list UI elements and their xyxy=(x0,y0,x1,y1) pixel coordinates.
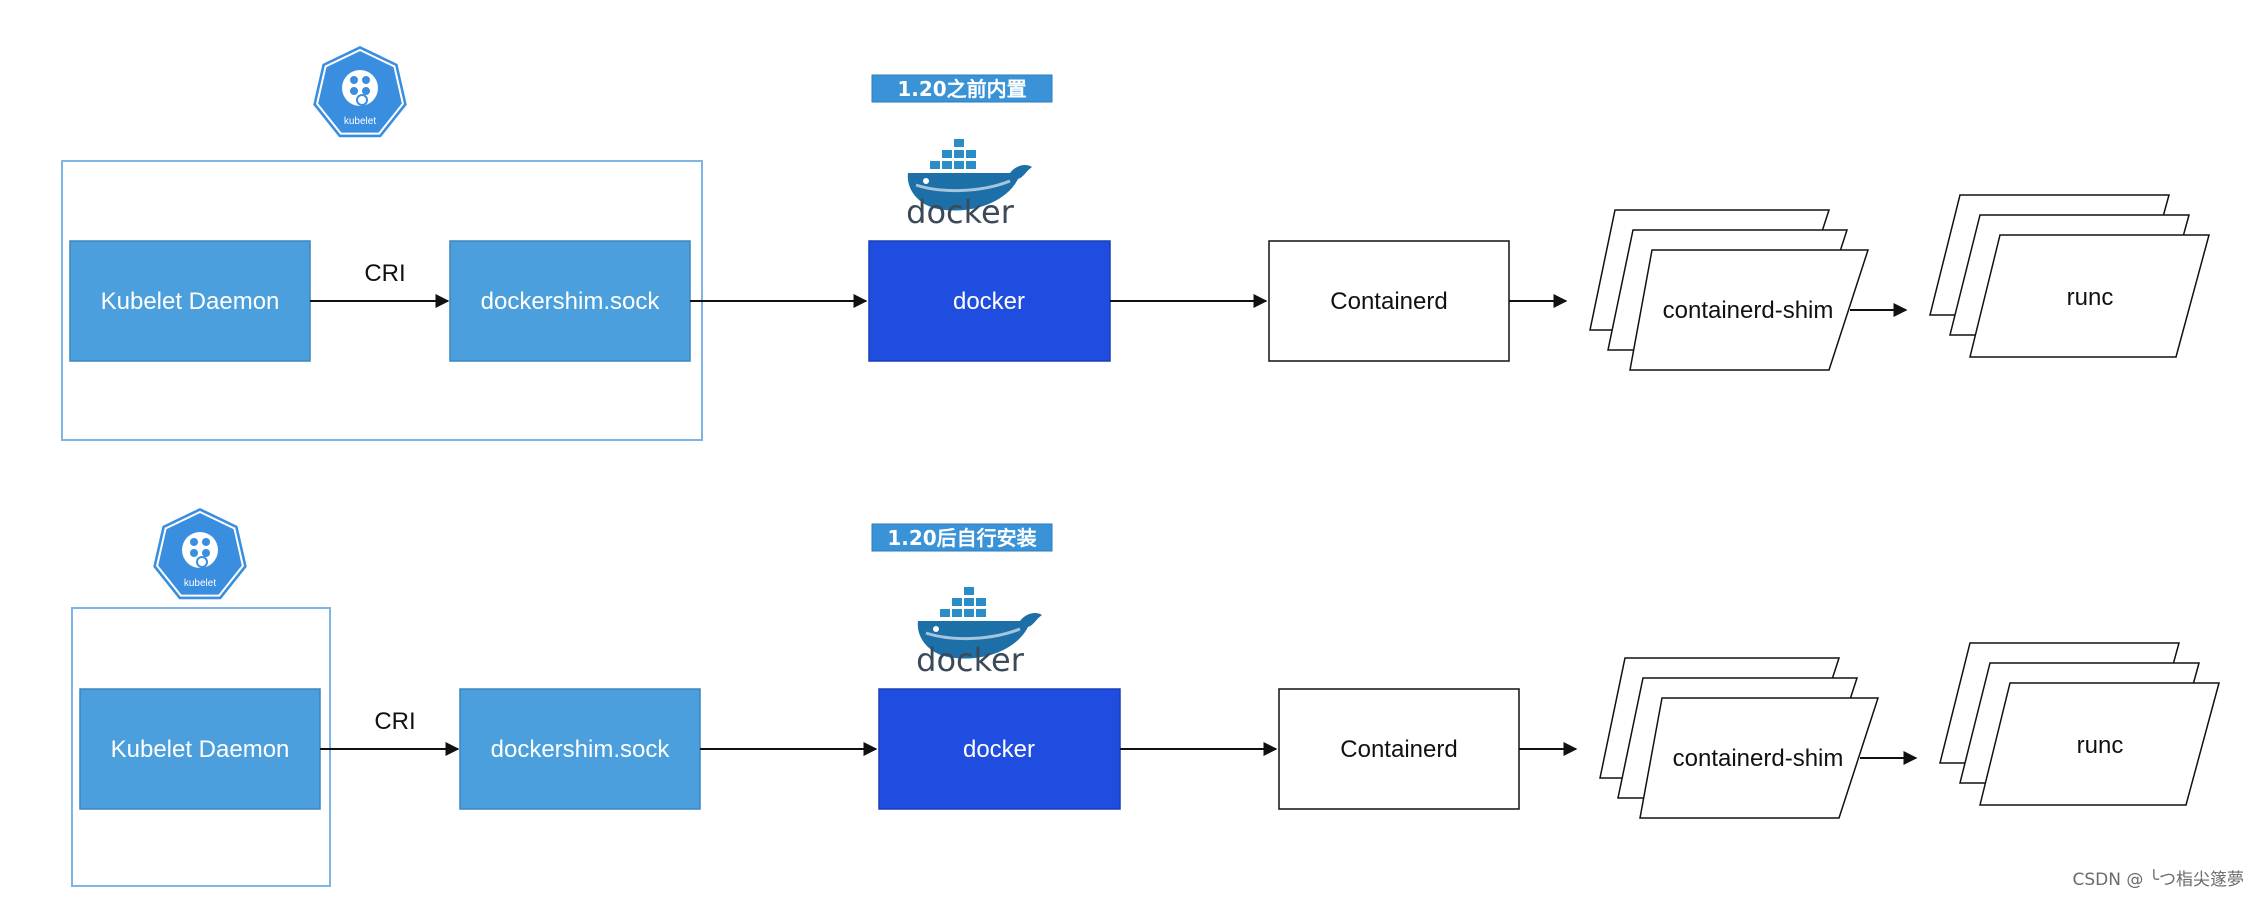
runc-card xyxy=(1979,682,2220,806)
kubelet-logo-icon: kubelet xyxy=(312,45,408,139)
version-tag-text: 1.20之前内置 xyxy=(897,77,1026,101)
runc-card xyxy=(1969,234,2210,358)
docker-logo-icon: docker xyxy=(916,585,1044,679)
containerd-shim-label: containerd-shim xyxy=(1663,297,1834,324)
row-2: 1.20后自行安装 kubelet Kubelet Daemon CRI doc… xyxy=(71,507,2220,887)
kubelet-logo-icon: kubelet xyxy=(152,507,248,601)
version-tag xyxy=(871,74,1053,103)
containerd-shim-label: containerd-shim xyxy=(1673,745,1844,772)
containerd-box xyxy=(1268,240,1510,362)
docker-label: docker xyxy=(963,736,1035,763)
containerd-label: Containerd xyxy=(1340,736,1457,763)
docker-label: docker xyxy=(953,288,1025,315)
watermark: CSDN @ ╰つ栺尖篴夢 xyxy=(2072,870,2244,890)
kubelet-daemon-label: Kubelet Daemon xyxy=(101,288,280,315)
runc-label: runc xyxy=(2077,732,2124,759)
containerd-shim-card xyxy=(1639,697,1880,819)
containerd-shim-card xyxy=(1629,249,1870,371)
version-tag xyxy=(871,523,1053,552)
version-tag-text: 1.20后自行安装 xyxy=(887,526,1036,550)
kubelet-daemon-box xyxy=(79,688,321,810)
cri-label: CRI xyxy=(374,708,415,735)
containerd-label: Containerd xyxy=(1330,288,1447,315)
kubelet-frame xyxy=(71,607,331,887)
row-1: 1.20之前内置 kubelet Kubelet Daemon CRI dock… xyxy=(61,45,2210,441)
dockershim-box xyxy=(459,688,701,810)
cri-label: CRI xyxy=(364,260,405,287)
svg-text:docker: docker xyxy=(916,641,1025,679)
svg-text:kubelet: kubelet xyxy=(344,116,376,127)
runc-label: runc xyxy=(2067,284,2114,311)
docker-box xyxy=(878,688,1121,810)
docker-logo-icon: docker xyxy=(906,137,1034,231)
svg-text:docker: docker xyxy=(906,193,1015,231)
docker-box xyxy=(868,240,1111,362)
kubelet-daemon-box xyxy=(69,240,311,362)
kubelet-daemon-label: Kubelet Daemon xyxy=(111,736,290,763)
dockershim-label: dockershim.sock xyxy=(481,288,661,315)
dockershim-box xyxy=(449,240,691,362)
svg-text:kubelet: kubelet xyxy=(184,578,216,589)
containerd-box xyxy=(1278,688,1520,810)
dockershim-label: dockershim.sock xyxy=(491,736,671,763)
